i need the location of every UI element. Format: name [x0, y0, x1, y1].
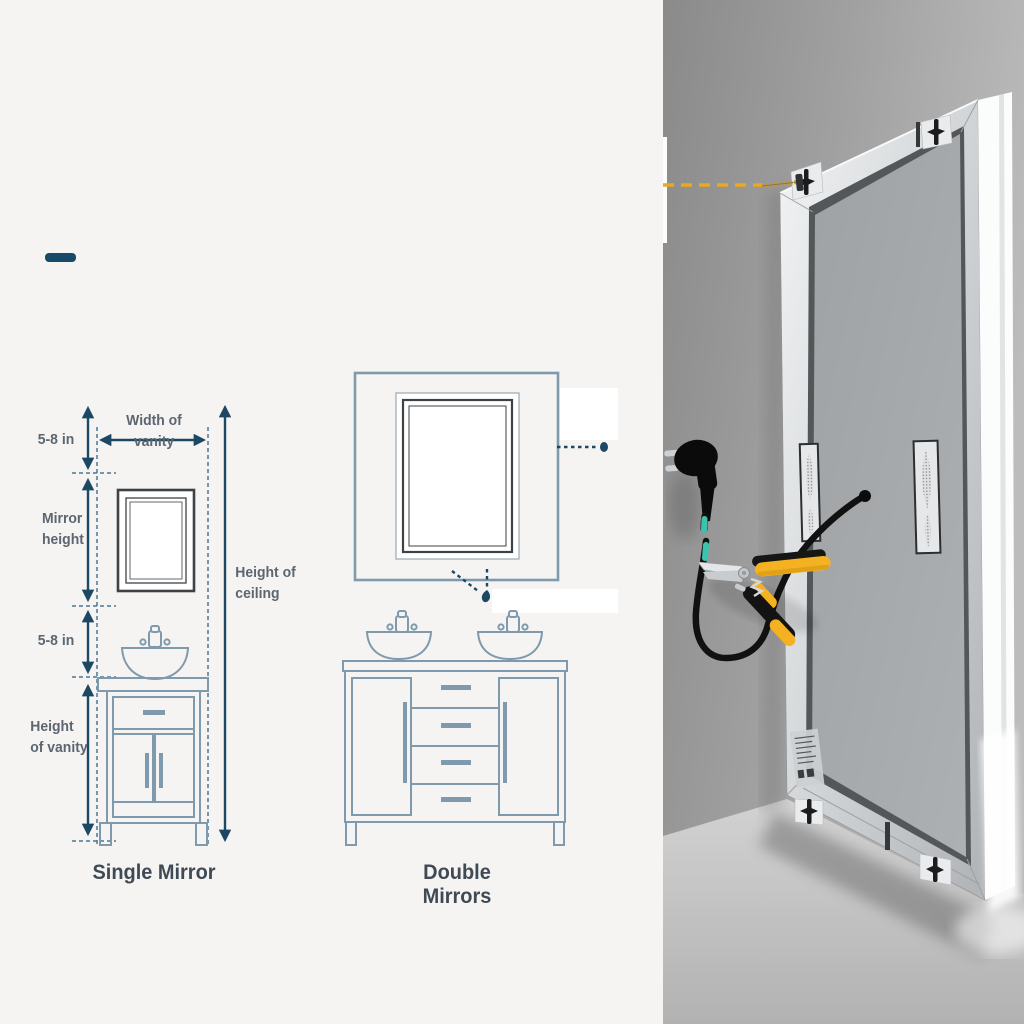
mirror-unit	[779, 92, 1024, 954]
wall-shadow	[761, 186, 787, 814]
single-sink-drawing	[120, 625, 190, 681]
decorative-dash	[45, 253, 76, 262]
double-mirrors-diagram	[342, 371, 618, 846]
cutter-pivot-screw	[742, 571, 746, 575]
wall-highlight	[663, 137, 667, 243]
mounting-screw	[761, 173, 804, 192]
keyhole-bracket	[919, 853, 952, 886]
cutter-handle-upper	[752, 549, 831, 577]
double-vanity-drawing	[342, 660, 568, 846]
cable-connector	[859, 490, 871, 502]
single-mirror-diagram	[72, 404, 232, 846]
measurement-arrows	[81, 404, 232, 843]
keyhole-bracket	[794, 798, 824, 826]
label-bottom-gap: 5-8 in	[37, 632, 75, 649]
hanging-guide	[663, 173, 804, 192]
label-ceiling-height: Height of ceiling	[235, 564, 296, 603]
vent-grille	[798, 442, 822, 543]
label-top-gap: 5-8 in	[37, 431, 75, 448]
floor-shadow	[759, 812, 993, 958]
pointer-dot	[600, 442, 608, 452]
power-plug	[663, 439, 718, 522]
blank-callout-box	[492, 589, 618, 613]
pointer-dot	[481, 590, 491, 603]
double-sinks-drawing	[365, 610, 544, 661]
power-cable	[692, 494, 865, 662]
keyhole-brackets	[790, 114, 953, 886]
label-mirror-height: Mirror height	[42, 510, 84, 549]
wire-cutters	[697, 549, 831, 647]
led-edge	[955, 92, 1024, 954]
vent-grille	[912, 439, 942, 555]
caption-single-mirror: Single Mirror	[92, 861, 216, 884]
vent-grilles	[798, 439, 942, 555]
double-mirror-drawing	[395, 392, 520, 560]
single-vanity-drawing	[97, 677, 209, 846]
cable-tape	[702, 542, 709, 561]
cable-tape	[701, 516, 708, 533]
cutter-latch	[734, 583, 746, 592]
label-vanity-height: Height of vanity	[30, 718, 88, 757]
cutter-blade	[703, 570, 744, 582]
power-cable-assembly	[663, 439, 871, 662]
keyhole-bracket	[920, 114, 953, 150]
mirror-back-photo	[663, 0, 1024, 1024]
floor	[663, 799, 1024, 1024]
wall-outline	[353, 371, 560, 582]
label-vanity-width: Width of vanity	[126, 412, 182, 451]
caption-double-mirrors: Double Mirrors	[422, 861, 492, 908]
plug-shadow	[669, 471, 701, 539]
measurement-diagram-canvas	[45, 253, 618, 846]
single-mirror-drawing	[116, 488, 196, 593]
dotted-pointers	[451, 445, 598, 592]
back-panel	[812, 134, 966, 857]
product-label	[789, 728, 825, 788]
blank-callout-box	[560, 388, 618, 440]
cutter-spring	[749, 577, 765, 598]
